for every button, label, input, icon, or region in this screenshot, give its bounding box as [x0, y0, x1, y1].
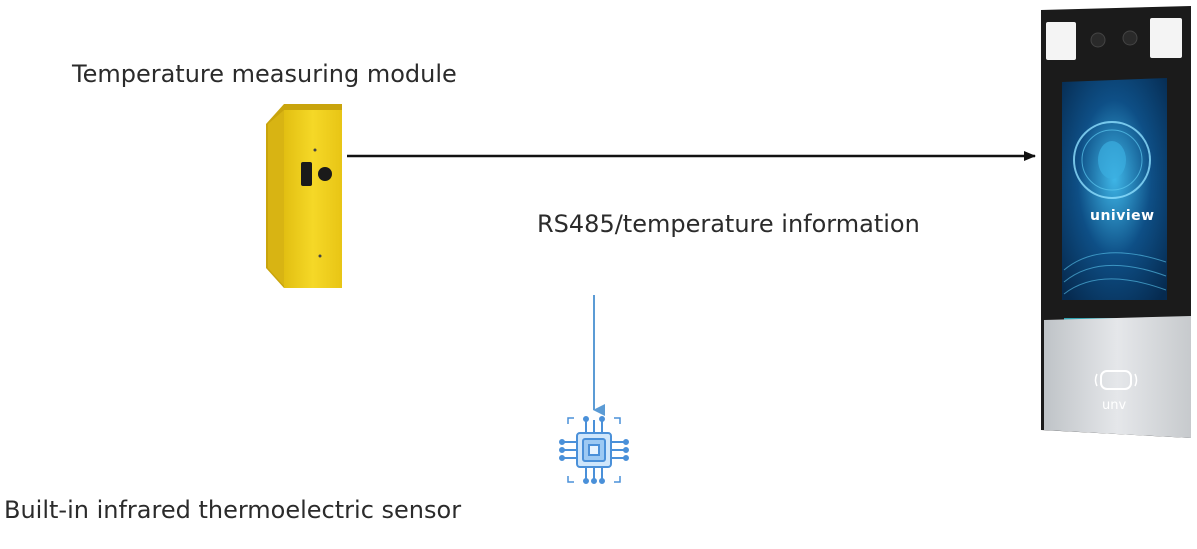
panel-brand-logo: unv [1102, 398, 1127, 413]
camera-lens-left [1090, 32, 1106, 48]
rs485-link-label: RS485/temperature information [537, 210, 920, 238]
terminal-screen [1062, 78, 1167, 300]
terminal-card-panel [1044, 316, 1191, 438]
module-port [301, 162, 312, 186]
face-scan-icon [1098, 141, 1126, 179]
module-label: Temperature measuring module [72, 60, 457, 88]
sensor-label: Built-in infrared thermoelectric sensor [4, 496, 462, 524]
camera-lens-right [1122, 30, 1138, 46]
screen-brand-logo: uniview [1090, 208, 1155, 224]
fill-light-right [1150, 18, 1182, 58]
module-lens [318, 167, 332, 181]
infrared-sensor-chip-icon [559, 416, 629, 484]
face-recognition-terminal [1041, 6, 1191, 438]
card-reader-icon [1100, 370, 1132, 390]
temperature-module-device [266, 104, 342, 288]
fill-light-left [1046, 22, 1076, 60]
